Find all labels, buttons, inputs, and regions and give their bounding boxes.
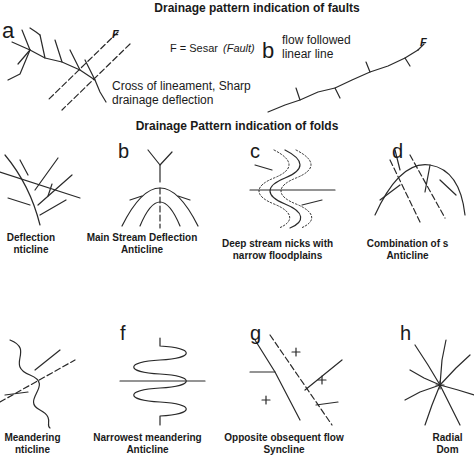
- stream-line: [22, 30, 30, 50]
- panel-caption: Meandering nticline: [0, 432, 65, 455]
- fold-h-sketch: [405, 340, 474, 425]
- stream-line: [366, 62, 370, 72]
- stream-line: [440, 385, 474, 395]
- axis-line: [390, 160, 420, 222]
- stream-line: [18, 50, 30, 64]
- fold-g-sketch: [250, 335, 342, 425]
- panel-letter: b: [262, 38, 274, 63]
- stream-line: [316, 402, 338, 405]
- fold-d-sketch: [375, 150, 465, 222]
- stream-line: [40, 35, 45, 58]
- heading: Drainage Pattern indication of folds: [0, 120, 474, 134]
- fault-a-sketch: [8, 28, 130, 110]
- stream-line: [405, 58, 410, 66]
- stream-line: [440, 385, 460, 425]
- legend-note: F = Sesar: [170, 42, 218, 55]
- axis-line: [270, 335, 332, 425]
- stream-line: [178, 196, 190, 200]
- stream-line: [270, 150, 301, 228]
- fault-mark: F: [112, 28, 119, 41]
- panel-caption: Opposite obsequent flow Syncline: [218, 432, 350, 455]
- fold-c-sketch: [250, 150, 335, 228]
- axis-line: [410, 155, 445, 218]
- stream-line: [120, 380, 205, 381]
- stream-line: [130, 196, 142, 200]
- panel-caption: Narrowest meandering Anticline: [85, 432, 210, 455]
- stream-line: [410, 370, 440, 385]
- stream-line: [35, 350, 60, 370]
- annotation: Cross of lineament, Sharp drainage defle…: [112, 80, 254, 108]
- fold-e-sketch: [0, 340, 75, 428]
- stream-line: [318, 376, 326, 384]
- legend-note: (Fault): [223, 42, 255, 55]
- stream-line: [305, 360, 342, 390]
- annotation: flow followed linear line: [282, 34, 362, 62]
- panel-caption: Deep stream nicks with narrow floodplain…: [215, 238, 340, 261]
- stream-line: [440, 355, 470, 385]
- stream-line: [292, 348, 300, 356]
- stream-line: [250, 189, 335, 190]
- stream-line: [259, 150, 290, 228]
- panel-letter: h: [400, 322, 411, 345]
- panel-letter: f: [120, 322, 126, 345]
- stream-line: [55, 40, 62, 62]
- axis-line: [0, 360, 75, 402]
- stream-line: [255, 340, 300, 420]
- stream-line: [159, 165, 160, 182]
- stream-line: [48, 184, 52, 196]
- stream-line: [302, 200, 322, 205]
- stream-line: [70, 50, 80, 70]
- stream-line: [262, 396, 270, 404]
- panel-caption: Deflection nticline: [0, 232, 62, 255]
- panel-letter: g: [250, 322, 261, 345]
- stream-line: [0, 172, 80, 198]
- fold-f-sketch: [120, 338, 205, 425]
- panel-caption: Radial Dom: [425, 432, 470, 455]
- panel-letter: a: [2, 18, 14, 43]
- stream-line: [440, 340, 446, 385]
- panel-letter: d: [392, 140, 403, 163]
- fault-mark: F: [420, 36, 427, 49]
- stream-line: [148, 150, 172, 165]
- stream-line: [296, 88, 300, 100]
- stream-line: [405, 385, 440, 400]
- stream-line: [40, 200, 66, 215]
- stream-line: [425, 165, 430, 192]
- stream-line: [425, 385, 440, 425]
- stream-line: [30, 28, 40, 35]
- stream-line: [380, 185, 400, 200]
- heading: Drainage pattern indication of faults: [20, 2, 474, 16]
- stream-line: [10, 340, 50, 428]
- stream-line: [281, 150, 312, 228]
- stream-line: [440, 180, 456, 195]
- panel-letter: b: [118, 140, 129, 163]
- stream-line: [35, 158, 58, 190]
- stream-line: [250, 371, 275, 372]
- fold-a-sketch: [0, 155, 80, 225]
- stream-line: [255, 165, 272, 170]
- stream-line: [8, 50, 30, 80]
- stream-line: [8, 198, 30, 205]
- stream-line: [20, 160, 28, 175]
- stream-line: [335, 88, 340, 98]
- stream-line: [5, 392, 28, 395]
- panel-letter: c: [250, 140, 260, 163]
- fold-b-sketch: [122, 150, 198, 228]
- stream-line: [436, 381, 444, 389]
- panel-caption: Main Stream Deflection Anticline: [78, 232, 206, 255]
- panel-caption: Combination of s Anticline: [355, 238, 460, 261]
- stream-line: [85, 60, 95, 80]
- axis-line: [159, 188, 160, 228]
